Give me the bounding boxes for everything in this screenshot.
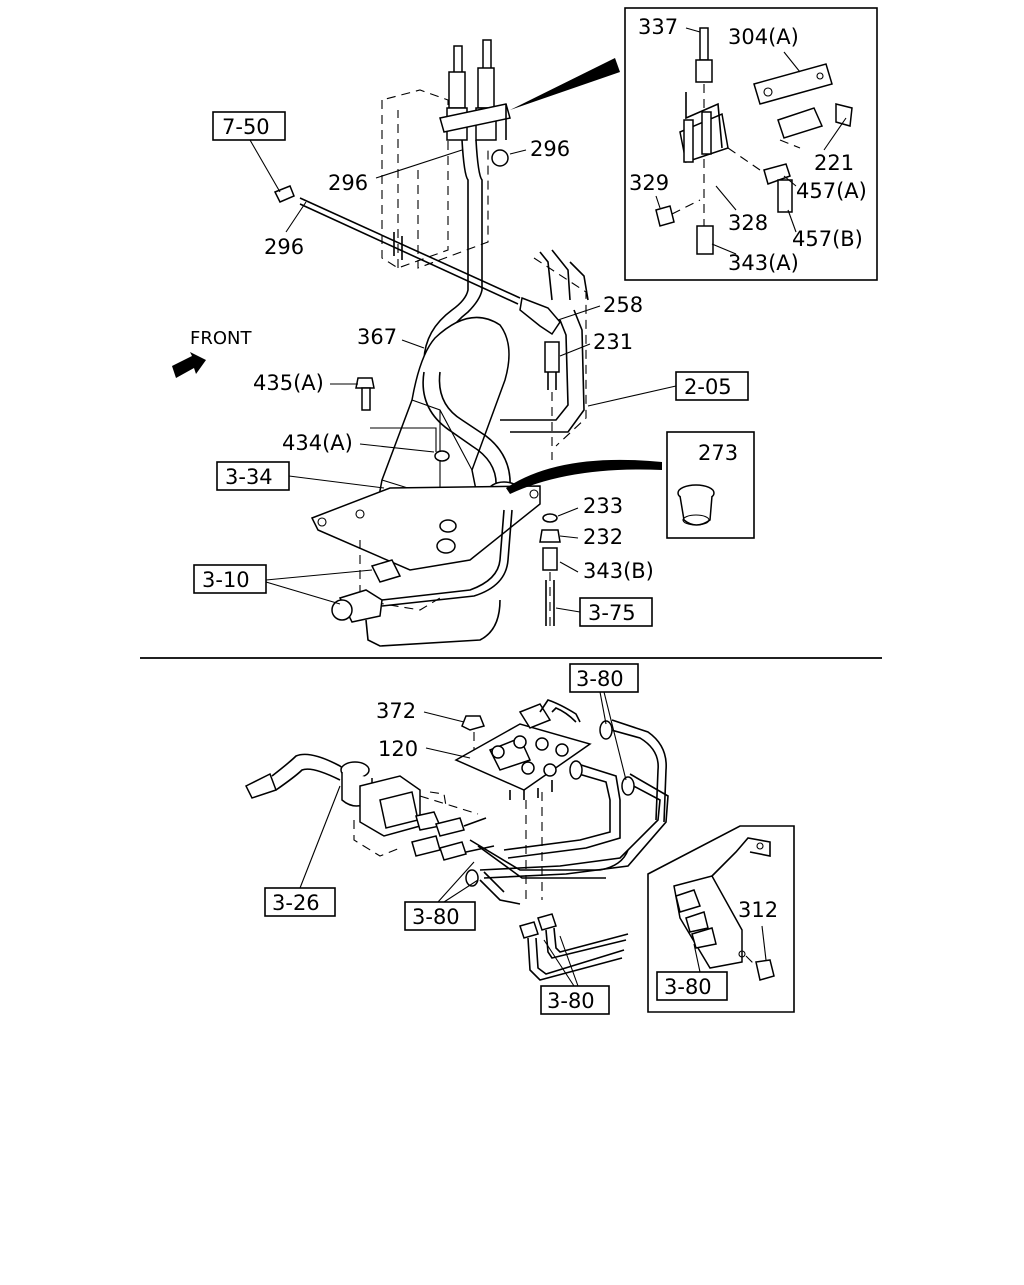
label-296-left: 296: [264, 235, 304, 259]
valve-manifold-120: [454, 699, 592, 800]
hose-367: [422, 371, 497, 489]
base-plate: [310, 485, 541, 571]
cable-296: [299, 197, 521, 299]
ref-label-3-80-top: 3-80: [576, 667, 624, 691]
ref-box-3-80-bottom[interactable]: [540, 985, 610, 1015]
inset-detail-312: [647, 825, 795, 1013]
label-296-right: 296: [530, 137, 570, 161]
label-312: 312: [738, 898, 778, 922]
valve-body-3-10: [331, 509, 513, 647]
label-296-mid: 296: [328, 171, 368, 195]
ref-box-3-75[interactable]: [579, 597, 653, 627]
ref-label-3-75: 3-75: [588, 601, 636, 625]
ref-label-7-50: 7-50: [222, 115, 270, 139]
ref-label-3-26: 3-26: [272, 891, 320, 915]
label-120: 120: [378, 737, 418, 761]
nut-232: [539, 529, 561, 543]
ref-box-3-80-top[interactable]: [569, 663, 639, 693]
lower-leader-lines: [299, 691, 767, 987]
elbow-fitting-258: [519, 296, 561, 336]
bracket-2-05: [500, 249, 589, 447]
front-arrow-icon: [172, 352, 206, 378]
ref-label-3-34: 3-34: [225, 465, 273, 489]
inset-detail-grommet-273: [666, 431, 755, 539]
label-231: 231: [593, 330, 633, 354]
brake-valve-3-26: [244, 753, 495, 861]
ref-box-3-80-left[interactable]: [404, 901, 476, 931]
label-328: 328: [728, 211, 768, 235]
label-434a: 434(A): [282, 431, 353, 455]
label-232: 232: [583, 525, 623, 549]
label-221: 221: [814, 151, 854, 175]
nut-343b: [542, 547, 558, 571]
ref-box-3-80-inset[interactable]: [656, 971, 728, 1001]
ref-label-3-80-bottom: 3-80: [547, 989, 595, 1013]
label-372: 372: [376, 699, 416, 723]
nut-372: [461, 715, 486, 731]
pipe-branch-3-80: [519, 913, 629, 981]
front-label: FRONT: [190, 328, 252, 349]
fitting-top: [599, 720, 613, 740]
ref-label-3-80-left: 3-80: [412, 905, 460, 929]
inset-detail-sensor: [624, 7, 878, 281]
inset-callout-wedge: [510, 58, 620, 110]
grommet-callout-wedge: [506, 459, 662, 494]
ref-label-2-05: 2-05: [684, 375, 732, 399]
control-box-outline: [381, 89, 489, 269]
ref-box-7-50[interactable]: [212, 111, 286, 141]
nut-231: [544, 341, 560, 373]
label-343b: 343(B): [583, 559, 654, 583]
label-435a: 435(A): [253, 371, 324, 395]
sensor-pair-main: [439, 39, 511, 167]
ref-label-3-80-inset: 3-80: [664, 975, 712, 999]
label-304a: 304(A): [728, 25, 799, 49]
connector-7-50: [273, 185, 295, 203]
bolt-435a: [355, 377, 437, 452]
label-233: 233: [583, 494, 623, 518]
label-273: 273: [698, 441, 738, 465]
lower-pipes: [469, 719, 669, 905]
label-457b: 457(B): [792, 227, 863, 251]
label-258: 258: [603, 293, 643, 317]
upper-leader-lines: [249, 27, 847, 613]
label-329: 329: [629, 171, 669, 195]
label-367: 367: [357, 325, 397, 349]
label-457a: 457(A): [796, 179, 867, 203]
ref-box-2-05[interactable]: [675, 371, 749, 401]
ref-box-3-26[interactable]: [264, 887, 336, 917]
ref-box-3-10[interactable]: [193, 564, 267, 594]
washer-233: [542, 513, 558, 523]
label-337: 337: [638, 15, 678, 39]
ref-label-3-10: 3-10: [202, 568, 250, 592]
label-343a: 343(A): [728, 251, 799, 275]
